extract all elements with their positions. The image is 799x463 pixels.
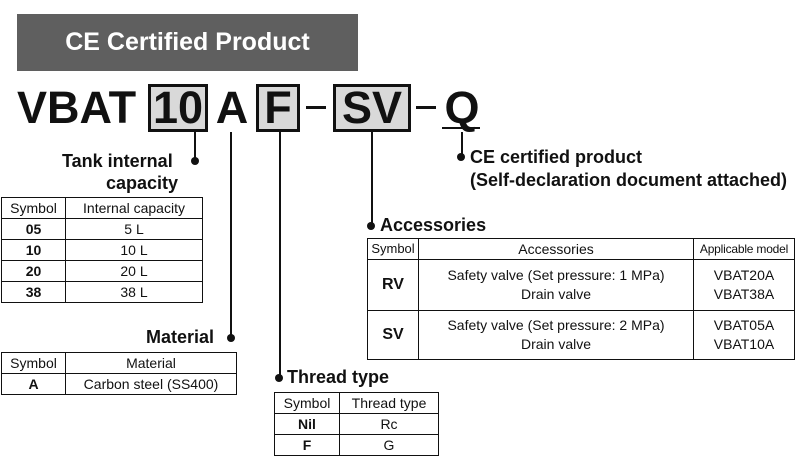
value-cell: Carbon steel (SS400) [65,373,237,395]
code-dash-2 [416,106,436,109]
thread-leader-dot [275,374,283,382]
value-cell: 38 L [65,281,203,303]
symbol-cell: RV [367,259,419,311]
table-row: F G [274,434,439,456]
value-cell: 10 L [65,239,203,261]
capacity-leader [194,132,196,162]
model-line: VBAT10A [713,336,775,352]
ce-leader [461,132,463,157]
table-row: 38 38 L [1,281,203,303]
model-accessory-box: SV [333,84,411,132]
ce-label-line2: (Self-declaration document attached) [470,170,788,190]
accessories-label: Accessories [380,215,487,235]
accessory-line: Safety valve (Set pressure: 2 MPa) [447,317,665,333]
model-thread-box: F [256,84,300,132]
accessory-line: Safety valve (Set pressure: 1 MPa) [447,267,665,283]
ce-underline [442,127,480,129]
value-cell: Rc [339,413,439,435]
column-header: Symbol [1,197,66,219]
table-row: 10 10 L [1,239,203,261]
model-material: A [215,82,249,133]
column-header: Accessories [418,238,694,260]
thread-leader [279,132,281,378]
table-row: Nil Rc [274,413,439,435]
column-header: Applicable model [693,238,795,260]
symbol-cell: A [1,373,66,395]
table-row: SV Safety valve (Set pressure: 2 MPa) Dr… [367,310,795,360]
material-leader [230,132,232,338]
model-line: VBAT05A [713,317,775,333]
material-table: Symbol Material A Carbon steel (SS400) [1,352,237,395]
value-cell: 5 L [65,218,203,240]
material-label: Material [146,327,215,347]
material-leader-dot [227,334,235,342]
column-header: Symbol [274,392,340,414]
column-header: Symbol [367,238,419,260]
symbol-cell: SV [367,310,419,360]
accessories-cell: Safety valve (Set pressure: 2 MPa) Drain… [418,310,694,360]
ce-label-line1: CE certified product [470,147,643,167]
table-row: A Carbon steel (SS400) [1,373,237,395]
symbol-cell: 20 [1,260,66,282]
model-line: VBAT20A [713,267,775,283]
accessories-table: Symbol Accessories Applicable model RV S… [367,238,795,360]
column-header: Internal capacity [65,197,203,219]
model-line: VBAT38A [713,286,775,302]
table-header-row: Symbol Internal capacity [1,197,203,219]
capacity-leader-dot [191,157,199,165]
accessory-line: Drain valve [520,336,592,352]
column-header: Thread type [339,392,439,414]
column-header: Material [65,352,237,374]
column-header: Symbol [1,352,66,374]
accessories-leader-dot [367,222,375,230]
table-row: 05 5 L [1,218,203,240]
table-row: RV Safety valve (Set pressure: 1 MPa) Dr… [367,259,795,311]
symbol-cell: F [274,434,340,456]
symbol-cell: Nil [274,413,340,435]
model-cell: VBAT20A VBAT38A [693,259,795,311]
symbol-cell: 10 [1,239,66,261]
capacity-table: Symbol Internal capacity 05 5 L 10 10 L … [1,197,203,303]
table-header-row: Symbol Thread type [274,392,439,414]
table-row: 20 20 L [1,260,203,282]
table-header-row: Symbol Accessories Applicable model [367,238,795,260]
accessories-cell: Safety valve (Set pressure: 1 MPa) Drain… [418,259,694,311]
model-ce: Q [444,82,480,133]
symbol-cell: 38 [1,281,66,303]
ce-leader-dot [457,153,465,161]
thread-label: Thread type [287,367,390,387]
capacity-label-line1: Tank internal [62,151,173,171]
table-header-row: Symbol Material [1,352,237,374]
symbol-cell: 05 [1,218,66,240]
accessories-leader [371,132,373,226]
model-prefix: VBAT [17,82,137,133]
page-title-banner: CE Certified Product [17,14,358,71]
accessory-line: Drain valve [520,286,592,302]
model-cell: VBAT05A VBAT10A [693,310,795,360]
code-dash-1 [306,106,326,109]
page-title: CE Certified Product [65,28,310,56]
value-cell: 20 L [65,260,203,282]
model-size-box: 10 [148,84,208,132]
capacity-label-line2: capacity [106,173,179,193]
value-cell: G [339,434,439,456]
thread-table: Symbol Thread type Nil Rc F G [274,392,439,456]
